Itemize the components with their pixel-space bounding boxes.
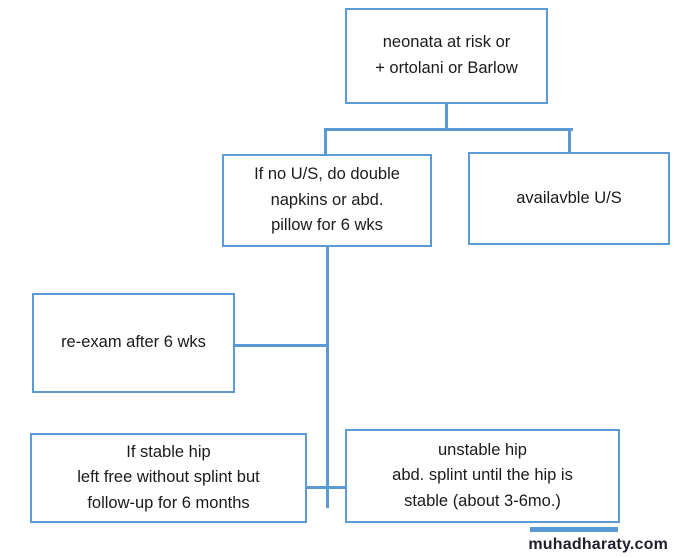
node-neonate-at-risk[interactable]: neonata at risk or + ortolani or Barlow — [345, 8, 548, 104]
node-available-ultrasound[interactable]: availavble U/S — [468, 152, 670, 245]
node-unstable-hip-line-3: stable (about 3-6mo.) — [404, 491, 561, 510]
connector-split-bar — [324, 128, 573, 131]
node-reexam-after-6-wks-line-1: re-exam after 6 wks — [61, 333, 206, 352]
node-stable-hip-line-1: If stable hip — [126, 442, 211, 461]
connector-main-trunk — [326, 246, 329, 508]
node-stable-hip-line-2: left free without splint but — [77, 468, 260, 487]
node-stable-hip-line-3: follow-up for 6 months — [87, 493, 250, 512]
connector-to-no-us — [324, 128, 327, 156]
node-no-ultrasound-line-2: napkins or abd. — [270, 190, 384, 209]
node-unstable-hip-line-2: abd. splint until the hip is — [392, 466, 573, 485]
node-no-ultrasound-line-1: If no U/S, do double — [254, 165, 400, 184]
node-neonate-at-risk-line-2: + ortolani or Barlow — [375, 59, 518, 77]
node-reexam-after-6-wks[interactable]: re-exam after 6 wks — [32, 293, 235, 393]
node-available-ultrasound-line-1: availavble U/S — [516, 188, 622, 207]
node-no-ultrasound[interactable]: If no U/S, do double napkins or abd. pil… — [222, 154, 432, 247]
node-no-ultrasound-line-3: pillow for 6 wks — [271, 216, 383, 235]
connector-outcomes-bar — [305, 486, 347, 489]
watermark-text: muhadharaty.com — [528, 536, 668, 553]
node-stable-hip[interactable]: If stable hip left free without splint b… — [30, 433, 307, 523]
node-unstable-hip[interactable]: unstable hip abd. splint until the hip i… — [345, 429, 620, 523]
connector-to-reexam — [234, 344, 329, 347]
connector-to-available-us — [568, 128, 571, 154]
connector-root-stem — [445, 104, 448, 130]
node-unstable-hip-line-1: unstable hip — [438, 440, 527, 459]
node-neonate-at-risk-line-1: neonata at risk or — [382, 33, 511, 52]
watermark-bar — [530, 527, 618, 532]
